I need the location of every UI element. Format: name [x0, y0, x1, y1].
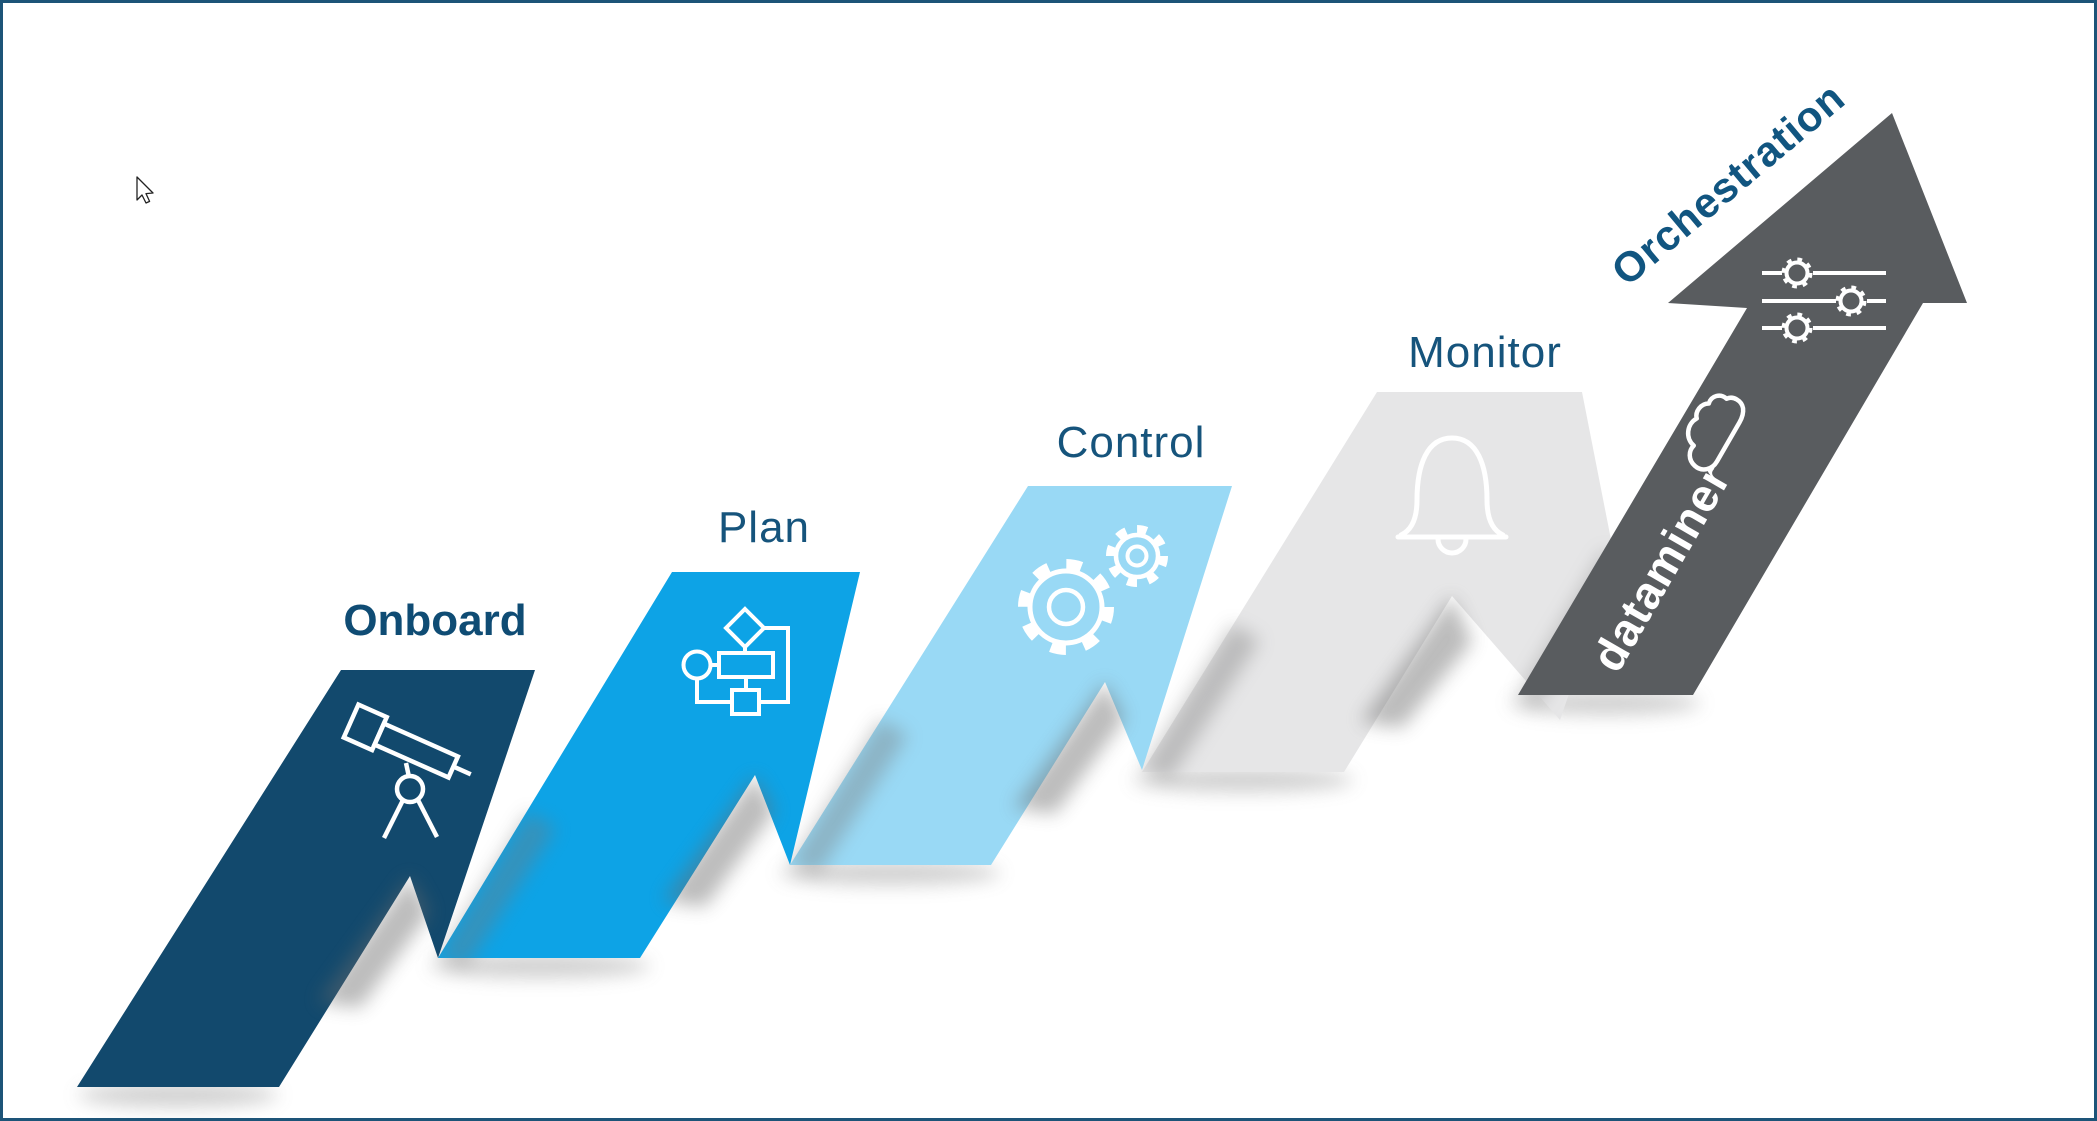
shadow — [1360, 596, 1472, 728]
shadow — [1013, 682, 1125, 814]
stage-chevron-onboard — [77, 670, 535, 1087]
cloud-icon — [1685, 393, 1746, 472]
shadow — [430, 954, 650, 978]
foot-shadows — [78, 691, 1700, 1107]
shadow — [438, 812, 556, 968]
stage-chevron-control — [790, 486, 1232, 865]
telescope-icon — [340, 701, 472, 840]
stage-label-onboard: Onboard — [343, 596, 527, 645]
stage-chevron-monitor — [1142, 392, 1615, 772]
shadow — [663, 775, 775, 907]
stage-label-monitor: Monitor — [1408, 328, 1562, 377]
flowchart-icon — [681, 606, 790, 716]
shadow — [318, 876, 430, 1008]
sliders-gears-icon — [1762, 257, 1886, 344]
valley-shadows — [318, 596, 1472, 1008]
shadow — [78, 1083, 278, 1107]
shadow — [790, 719, 908, 875]
stage-label-plan: Plan — [717, 503, 811, 552]
stage-chevron-plan — [438, 572, 860, 958]
gears-icon — [1018, 525, 1168, 655]
shadow — [1142, 624, 1260, 780]
stage-label-control: Control — [1056, 418, 1206, 467]
bell-icon — [1395, 435, 1509, 556]
shadow — [1133, 768, 1353, 792]
mouse-cursor — [136, 176, 154, 204]
shadow — [780, 861, 1000, 885]
